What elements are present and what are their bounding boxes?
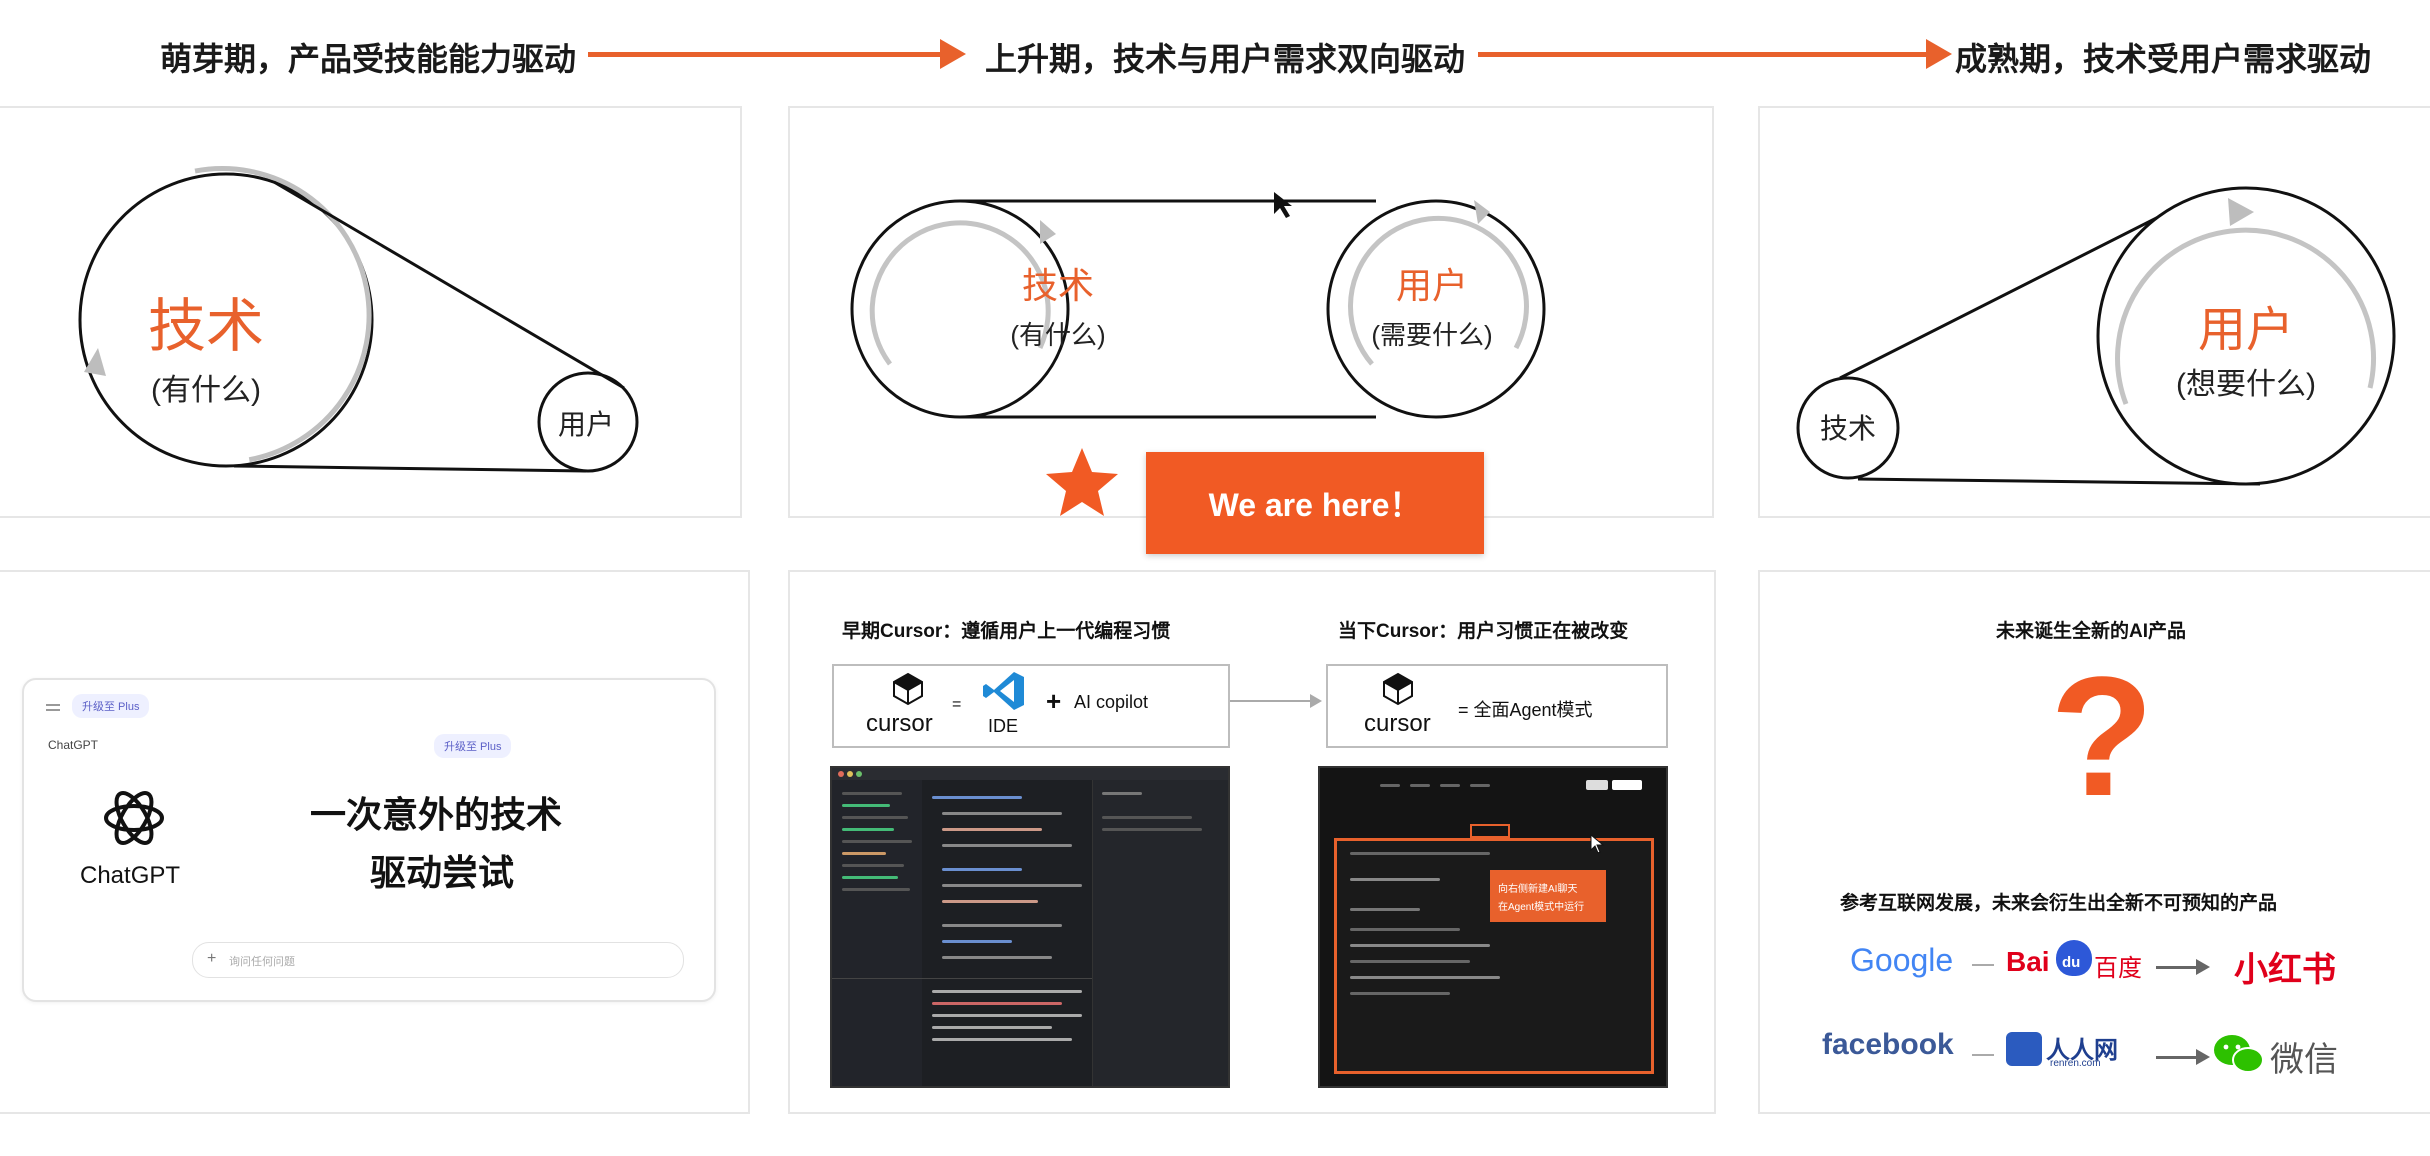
equals-sign: =: [952, 696, 962, 713]
question-mark: ?: [2050, 642, 2154, 832]
stage-1-title: 萌芽期，产品受技能能力驱动: [160, 41, 577, 77]
big-gear-sub: (想要什么): [2176, 368, 2316, 401]
future-title: 未来诞生全新的AI产品: [1996, 621, 2187, 642]
prompt-input[interactable]: + 询问任何问题: [192, 942, 684, 978]
future-note: 参考互联网发展，未来会衍生出全新不可预知的产品: [1840, 893, 2278, 914]
user-gear-circle: [537, 371, 639, 473]
right-gear-sub: (需要什么): [1371, 320, 1492, 350]
user-gear-circle: [1326, 199, 1546, 419]
future-panel: 未来诞生全新的AI产品 ? 参考互联网发展，未来会衍生出全新不可预知的产品 Go…: [1758, 570, 2430, 1114]
left-gear-sub: (有什么): [1010, 320, 1105, 350]
chatgpt-panel: 升级至 Plus ChatGPT 升级至 Plus ChatGPT 一次意外的技…: [0, 570, 750, 1114]
belt-diagram-1: 技术 (有什么) 用户: [78, 166, 639, 473]
upgrade-badge-center[interactable]: 升级至 Plus: [434, 734, 512, 758]
left-gear-label: 技术: [1022, 265, 1094, 306]
prompt-placeholder: 询问任何问题: [229, 956, 295, 968]
renren-icon: [2006, 1032, 2042, 1066]
headline-line-2: 驱动尝试: [370, 852, 515, 893]
logo-arrow: [1972, 964, 1994, 966]
baidu-logo-left: Bai: [2006, 946, 2050, 977]
early-cursor-formula: cursor = IDE + AI copilot: [832, 664, 1230, 748]
stage-arrow-1: [588, 39, 966, 69]
facebook-logo: facebook: [1822, 1028, 1954, 1061]
pointer-icon: [1590, 834, 1605, 854]
ai-copilot-label: AI copilot: [1074, 692, 1149, 712]
big-gear-label: 用户: [2198, 304, 2294, 357]
belt-diagram-2: 技术 (有什么) 用户 (需要什么): [850, 192, 1546, 419]
cursor-cube-icon: [1383, 672, 1413, 706]
cursor-word: cursor: [1364, 710, 1431, 737]
cursor-panel: 早期Cursor：遵循用户上一代编程习惯 当下Cursor：用户习惯正在被改变 …: [788, 570, 1716, 1114]
agent-mode-callout: 向右侧新建AI聊天 在Agent模式中运行: [1490, 870, 1606, 922]
cursor-word: cursor: [866, 710, 933, 737]
diagram-panel-3: 技术 用户 (想要什么): [1758, 106, 2430, 518]
tech-gear-circle: [78, 172, 374, 468]
small-gear-label: 技术: [1820, 413, 1876, 444]
small-gear-label: 用户: [558, 409, 614, 440]
weixin-logo: 微信: [2270, 1041, 2338, 1079]
headline-line-1: 一次意外的技术: [310, 794, 563, 835]
model-selector[interactable]: ChatGPT: [48, 738, 99, 752]
tech-gear-circle: [850, 199, 1070, 419]
vscode-icon: [983, 672, 1024, 710]
plus-sign: +: [1046, 686, 1062, 716]
baidu-logo-cn: 百度: [2094, 955, 2142, 982]
current-cursor-title: 当下Cursor：用户习惯正在被改变: [1338, 621, 1629, 642]
early-cursor-title: 早期Cursor：遵循用户上一代编程习惯: [842, 621, 1171, 642]
stage-3-title: 成熟期，技术受用户需求驱动: [1955, 41, 2372, 77]
chatgpt-logo-text: ChatGPT: [80, 862, 181, 889]
diagram-panel-2: 技术 (有什么) 用户 (需要什么): [788, 106, 1714, 518]
xiaohongshu-logo: 小红书: [2234, 951, 2336, 989]
agent-mode-label: = 全面Agent模式: [1458, 700, 1593, 720]
logo-arrow: [1972, 1054, 1994, 1056]
renren-logo: 人人网: [2046, 1037, 2118, 1064]
stage-arrow-2: [1478, 39, 1952, 69]
user-gear-circle: [2096, 186, 2396, 486]
cursor-cube-icon: [893, 672, 923, 706]
transition-arrow-head: [1310, 694, 1322, 708]
transition-arrow: [1230, 700, 1314, 702]
stage-2-title: 上升期，技术与用户需求双向驱动: [985, 41, 1466, 77]
current-cursor-formula: cursor = 全面Agent模式: [1326, 664, 1668, 748]
we-are-here-button: We are here！: [1146, 452, 1484, 554]
baidu-du: du: [2062, 954, 2081, 971]
chatgpt-screenshot: 升级至 Plus ChatGPT 升级至 Plus ChatGPT 一次意外的技…: [22, 678, 716, 1002]
logo-arrow: [2156, 966, 2198, 969]
google-logo: Google: [1850, 942, 1954, 978]
menu-icon: [46, 704, 60, 706]
star-icon: [1046, 448, 1118, 516]
logo-arrow-head: [2196, 1049, 2210, 1065]
diagram-panel-1: 技术 (有什么) 用户: [0, 106, 742, 518]
logo-arrow: [2156, 1056, 2198, 1059]
baidu-paw-icon: du: [2056, 940, 2092, 976]
plus-icon[interactable]: +: [207, 950, 217, 967]
right-gear-label: 用户: [1396, 265, 1468, 306]
upgrade-badge[interactable]: 升级至 Plus: [72, 694, 150, 718]
mouse-cursor-icon: [1274, 192, 1292, 218]
current-cursor-screenshot: 向右侧新建AI聊天 在Agent模式中运行: [1318, 766, 1668, 1088]
ide-label: IDE: [988, 716, 1019, 736]
logo-arrow-head: [2196, 959, 2210, 975]
belt-diagram-3: 技术 用户 (想要什么): [1796, 186, 2396, 486]
callout-line-2: 在Agent模式中运行: [1498, 902, 1585, 913]
early-cursor-screenshot: [830, 766, 1230, 1088]
renren-url: renren.com: [2050, 1058, 2101, 1069]
chatgpt-logo-icon: [104, 791, 164, 845]
big-gear-sub: (有什么): [151, 374, 261, 407]
tech-gear-circle: [1796, 376, 1900, 480]
wechat-icon: [2214, 1035, 2264, 1073]
big-gear-label: 技术: [148, 294, 264, 359]
callout-line-1: 向右侧新建AI聊天: [1498, 884, 1578, 895]
